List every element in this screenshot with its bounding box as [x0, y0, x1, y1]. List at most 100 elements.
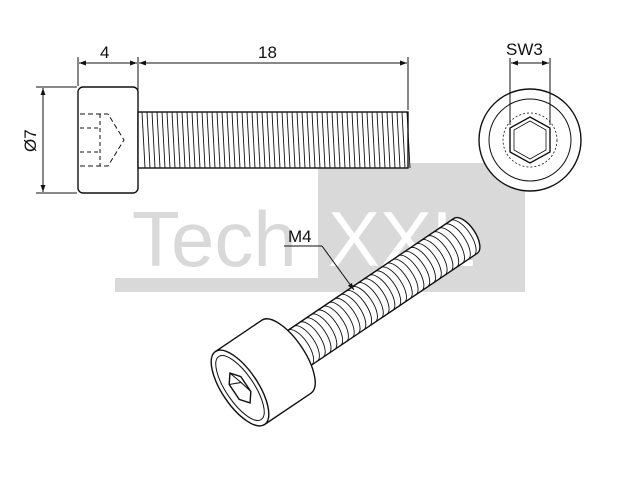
thread-line	[391, 111, 396, 169]
thread-line	[251, 111, 256, 169]
hex-socket-icon	[509, 116, 551, 164]
thread-line	[366, 111, 371, 169]
thread-line	[196, 111, 201, 169]
thread-line	[376, 111, 381, 169]
dimension-shaft-length-label: 18	[258, 43, 277, 62]
thread-line	[326, 111, 331, 169]
thread-line	[316, 111, 321, 169]
thread-line	[336, 111, 341, 169]
thread-line	[386, 111, 391, 169]
thread-arc	[450, 219, 477, 256]
thread-line	[271, 111, 276, 169]
thread-arc	[310, 313, 338, 350]
watermark-brand-left: Tech	[132, 195, 297, 283]
thread-line	[166, 111, 171, 169]
thread-line	[286, 111, 291, 169]
thread-line	[356, 111, 361, 169]
thread-line	[201, 111, 206, 169]
end-view-inner-circle	[488, 98, 572, 182]
socket-hidden-lines	[80, 113, 125, 167]
thread-arc	[409, 247, 436, 284]
thread-arc	[374, 270, 402, 307]
thread-line	[221, 111, 226, 169]
thread-line	[241, 111, 246, 169]
dimension-socket-size: SW3	[506, 40, 551, 125]
thread-arc	[334, 297, 361, 335]
thread-arc	[363, 278, 390, 315]
thread-line	[176, 111, 181, 169]
dimension-head-length-label: 4	[100, 43, 109, 62]
isometric-shaft	[268, 216, 481, 379]
thread-line	[306, 111, 311, 169]
thread-callout-label: M4	[288, 227, 312, 246]
thread-arc	[316, 309, 344, 346]
thread-line	[296, 111, 301, 169]
thread-arc	[305, 317, 332, 354]
thread-line	[311, 111, 316, 169]
thread-line	[236, 111, 241, 169]
thread-arc	[345, 290, 373, 327]
thread-arc	[444, 223, 471, 260]
thread-line	[321, 111, 326, 169]
thread-arc	[432, 231, 460, 268]
thread-line	[401, 111, 406, 169]
thread-line	[361, 111, 366, 169]
dimension-shaft-length: 18	[139, 43, 409, 110]
thread-arc	[415, 243, 442, 280]
thread-line	[171, 111, 176, 169]
thread-line	[216, 111, 221, 169]
thread-line	[406, 111, 411, 169]
dimension-socket-size-label: SW3	[506, 40, 543, 59]
thread-arc	[322, 305, 349, 343]
thread-arc	[357, 282, 384, 319]
thread-line	[186, 111, 191, 169]
screw-isometric-view	[210, 216, 481, 427]
dimension-head-length: 4	[77, 43, 139, 110]
thread-line	[146, 111, 151, 169]
thread-line	[341, 111, 346, 169]
thread-line	[301, 111, 306, 169]
thread-line	[256, 111, 261, 169]
end-view-socket-circle	[502, 112, 558, 168]
thread-arc	[426, 235, 454, 272]
thread-line	[266, 111, 271, 169]
thread-arc	[438, 227, 465, 264]
thread-line	[276, 111, 281, 169]
thread-line	[396, 111, 401, 169]
thread-line	[261, 111, 266, 169]
thread-line	[191, 111, 196, 169]
thread-line	[231, 111, 236, 169]
thread-line	[381, 111, 386, 169]
thread-line	[161, 111, 166, 169]
thread-arc	[380, 266, 407, 303]
thread-arc	[421, 239, 448, 276]
thread-arc	[386, 262, 413, 299]
dimension-head-diameter: Ø7	[21, 86, 77, 194]
thread-line	[156, 111, 161, 169]
thread-line	[331, 111, 336, 169]
thread-line	[141, 111, 146, 169]
screw-head	[77, 86, 139, 194]
thread-callout: M4	[284, 227, 355, 291]
thread-arc	[287, 329, 315, 366]
thread-line	[291, 111, 296, 169]
screw-end-view	[478, 88, 582, 192]
thread-arc	[368, 274, 396, 311]
thread-arc	[403, 250, 431, 288]
thread-arc	[339, 293, 367, 331]
thread-arc	[299, 321, 326, 358]
thread-line	[181, 111, 186, 169]
thread-line	[281, 111, 286, 169]
thread-line	[151, 111, 156, 169]
thread-line	[226, 111, 231, 169]
thread-arc	[392, 258, 419, 296]
thread-arc	[293, 325, 320, 362]
screw-side-view	[77, 86, 411, 194]
thread-arc	[351, 286, 378, 323]
thread-line	[346, 111, 351, 169]
thread-line	[246, 111, 251, 169]
thread-line	[351, 111, 356, 169]
screw-shaft	[137, 111, 411, 169]
dimension-head-diameter-label: Ø7	[21, 129, 40, 152]
